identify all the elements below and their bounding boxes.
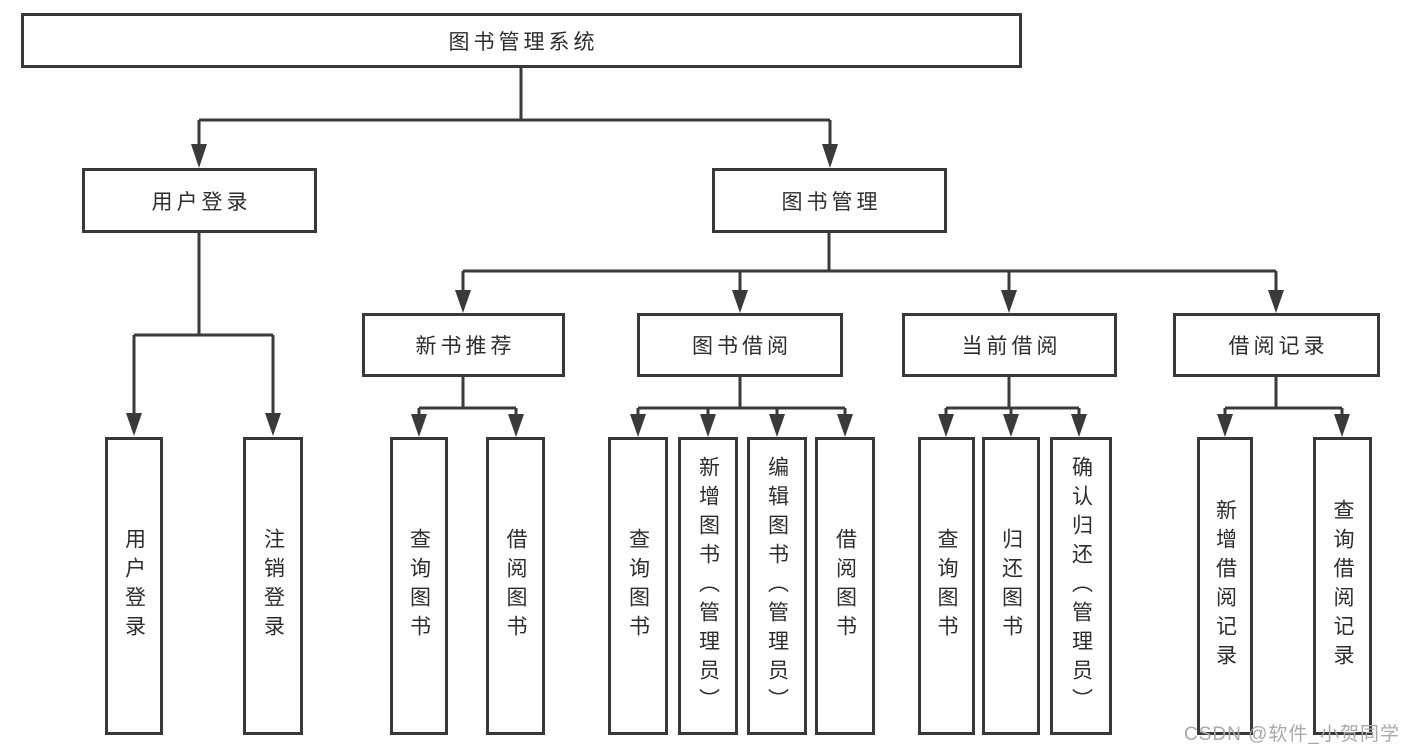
leaf-bb-edit-books-admin: 编辑图书（管理员） [747,437,807,735]
arrowheads [126,144,1350,437]
leaf-nbr-query-books: 查询图书 [390,437,448,735]
leaf-nbr-borrow-books-label: 借阅图书 [504,528,527,644]
node-root-label: 图书管理系统 [448,30,599,54]
node-current-borrow-label: 当前借阅 [961,335,1062,358]
node-current-borrow: 当前借阅 [902,313,1117,377]
node-new-book-rec-label: 新书推荐 [415,335,516,358]
node-book-mgmt: 图书管理 [712,168,947,233]
leaf-br-add-record: 新增借阅记录 [1197,437,1253,735]
leaf-br-query-record: 查询借阅记录 [1313,437,1372,735]
node-borrow-records-label: 借阅记录 [1228,335,1329,358]
leaf-bb-query-books-label: 查询图书 [626,528,650,644]
node-new-book-rec: 新书推荐 [362,313,565,377]
leaf-bb-query-books: 查询图书 [608,437,668,735]
leaf-cb-return-books: 归还图书 [982,437,1040,735]
leaf-logout: 注销登录 [243,437,303,735]
leaf-cb-query-books: 查询图书 [918,437,975,735]
leaf-cb-return-books-label: 归还图书 [999,528,1023,644]
leaf-bb-edit-books-admin-label: 编辑图书（管理员） [765,455,789,717]
leaf-cb-confirm-return-admin-label: 确认归还（管理员） [1069,455,1093,717]
node-book-borrow: 图书借阅 [637,313,843,377]
leaf-cb-query-books-label: 查询图书 [935,528,958,644]
leaf-nbr-query-books-label: 查询图书 [407,528,431,644]
leaf-user-login-label: 用户登录 [122,528,146,644]
leaf-bb-add-books-admin: 新增图书（管理员） [678,437,738,735]
leaf-cb-confirm-return-admin: 确认归还（管理员） [1050,437,1112,735]
leaf-br-add-record-label: 新增借阅记录 [1213,499,1237,673]
node-borrow-records: 借阅记录 [1173,313,1380,377]
node-book-mgmt-label: 图书管理 [781,190,882,214]
leaf-bb-add-books-admin-label: 新增图书（管理员） [696,455,720,717]
node-user-login: 用户登录 [82,168,317,233]
leaf-bb-borrow-books-label: 借阅图书 [833,528,857,644]
node-book-borrow-label: 图书借阅 [692,335,792,358]
leaf-br-query-record-label: 查询借阅记录 [1331,499,1354,673]
node-user-login-label: 用户登录 [151,190,252,214]
leaf-bb-borrow-books: 借阅图书 [815,437,875,735]
leaf-nbr-borrow-books: 借阅图书 [486,437,545,735]
leaf-user-login: 用户登录 [105,437,163,735]
node-root: 图书管理系统 [21,13,1022,68]
csdn-watermark: CSDN @软件_小贺同学 [1184,724,1400,745]
leaf-logout-label: 注销登录 [261,528,285,644]
